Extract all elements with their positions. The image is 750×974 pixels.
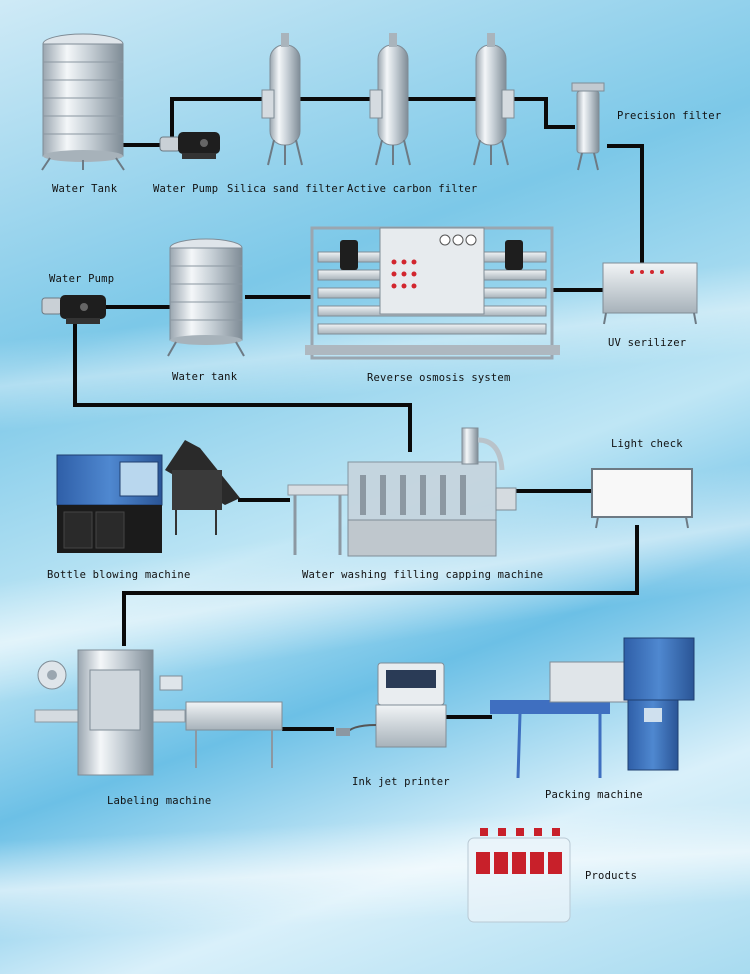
label-water-tank-1: Water Tank <box>52 183 118 195</box>
products-illustration <box>467 828 571 923</box>
label-labeling-machine: Labeling machine <box>107 795 212 807</box>
water-pump-2-illustration <box>41 295 106 324</box>
pipe-lightcheck-to-labeler <box>122 525 639 646</box>
pipe-pump2-to-filler <box>73 322 412 452</box>
water-tank-1-illustration <box>41 33 125 171</box>
label-active-carbon-filter: Active carbon filter <box>347 183 478 195</box>
precision-filter-illustration <box>571 82 605 171</box>
label-ink-jet-printer: Ink jet printer <box>352 776 450 788</box>
label-bottle-blowing: Bottle blowing machine <box>47 569 191 581</box>
pipe-lines <box>73 97 644 731</box>
water-tank-2-illustration <box>167 238 245 357</box>
silica-sand-filter-illustration <box>261 33 303 166</box>
label-water-pump-2: Water Pump <box>49 273 115 285</box>
ink-jet-printer-illustration <box>336 662 447 748</box>
pipe-to-precision <box>506 97 575 129</box>
light-check-illustration <box>591 468 693 529</box>
pipe-pump-to-silica <box>170 97 270 138</box>
packing-machine-illustration <box>490 637 695 779</box>
filter-vessel-3-illustration <box>473 33 515 166</box>
label-reverse-osmosis: Reverse osmosis system <box>367 372 511 384</box>
label-water-pump-1: Water Pump <box>153 183 219 195</box>
pipe-precision-to-uv <box>607 144 644 265</box>
label-washing-filling-capping: Water washing filling capping machine <box>302 569 544 581</box>
label-precision-filter: Precision filter <box>617 110 722 122</box>
label-light-check: Light check <box>611 438 683 450</box>
label-silica-sand-filter: Silica sand filter <box>227 183 345 195</box>
uv-sterilizer-illustration <box>602 262 698 325</box>
label-uv-sterilizer: UV serilizer <box>608 337 687 349</box>
labeling-machine-illustration <box>34 649 283 776</box>
water-pump-1-illustration <box>159 132 220 159</box>
washing-filling-capping-illustration <box>287 427 517 557</box>
label-water-tank-2: Water tank <box>172 371 238 383</box>
bottle-blowing-machine-illustration <box>56 440 240 553</box>
label-packing-machine: Packing machine <box>545 789 643 801</box>
reverse-osmosis-illustration <box>305 226 560 360</box>
label-products: Products <box>585 870 638 882</box>
active-carbon-filter-illustration <box>369 33 411 166</box>
